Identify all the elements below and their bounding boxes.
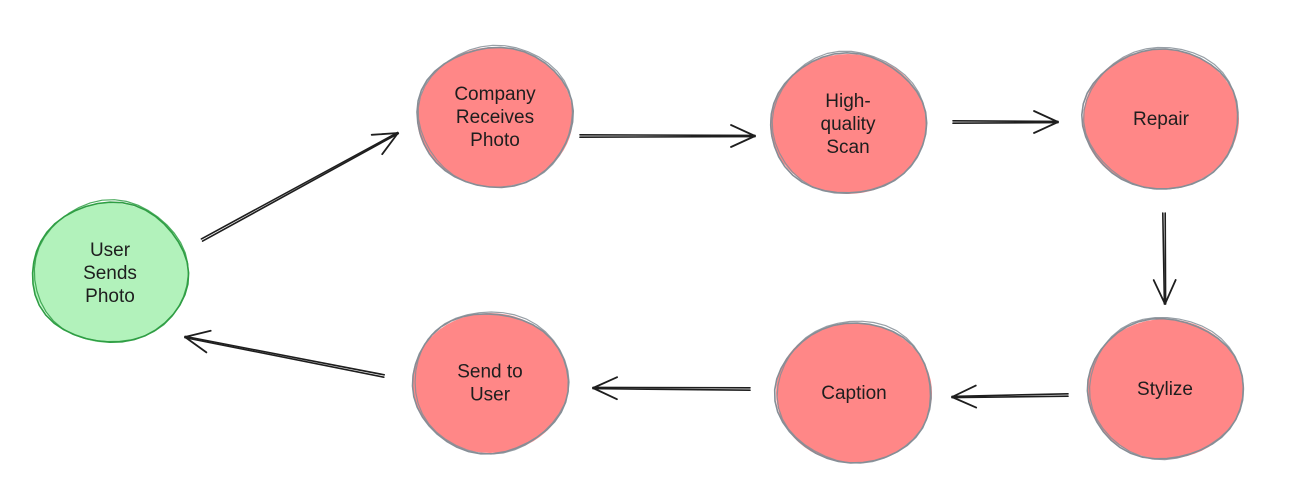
- node-label-line: Photo: [85, 286, 135, 307]
- node-fill: [1083, 49, 1239, 189]
- node-label: Caption: [821, 383, 887, 404]
- node-fill: [417, 47, 573, 187]
- node-label-line: Company: [454, 84, 536, 105]
- arrow-stylize-to-caption: [951, 384, 1069, 409]
- node-label-line: Scan: [826, 137, 869, 158]
- arrow-send-to-user-to-user-sends-photo: [184, 329, 385, 378]
- node-label-line: Receives: [456, 107, 534, 128]
- node-outline-sketch: [417, 44, 573, 188]
- arrow-company-receives-photo-to-high-quality-scan: [579, 124, 756, 148]
- node-fill: [412, 313, 568, 453]
- node-repair: Repair: [1081, 46, 1239, 190]
- node-outline: [411, 313, 570, 455]
- node-outline-sketch: [1083, 46, 1238, 190]
- node-label-line: High-: [825, 91, 870, 112]
- arrow-user-sends-photo-to-company-receives-photo: [200, 131, 400, 242]
- node-label-line: Sends: [83, 263, 137, 284]
- node-label-line: quality: [821, 114, 876, 135]
- arrow-repair-to-stylize: [1152, 212, 1177, 305]
- node-label: Stylize: [1137, 379, 1193, 400]
- node-label-line: Repair: [1133, 109, 1190, 130]
- node-outline-sketch: [33, 199, 189, 343]
- node-fill: [776, 323, 932, 463]
- node-fill: [32, 203, 188, 343]
- node-label-line: Photo: [470, 130, 520, 151]
- node-outline-sketch: [1089, 317, 1245, 461]
- node-outline-sketch: [414, 311, 570, 455]
- node-label-line: User: [90, 240, 131, 261]
- node-stylize: Stylize: [1086, 317, 1245, 461]
- arrow-caption-to-send-to-user: [592, 376, 751, 401]
- node-label: Repair: [1133, 109, 1190, 130]
- node-label-line: Stylize: [1137, 379, 1193, 400]
- node-label-line: Send to: [457, 361, 523, 382]
- node-fill: [1087, 319, 1243, 459]
- node-outline-sketch: [776, 320, 932, 464]
- arrow-high-quality-scan-to-repair: [952, 110, 1059, 134]
- node-fill: [770, 54, 926, 194]
- node-caption: Caption: [773, 320, 932, 464]
- node-label-line: Caption: [821, 383, 887, 404]
- edges-layer: [184, 110, 1177, 409]
- node-outline-sketch: [771, 50, 927, 194]
- node-label-line: User: [470, 384, 511, 405]
